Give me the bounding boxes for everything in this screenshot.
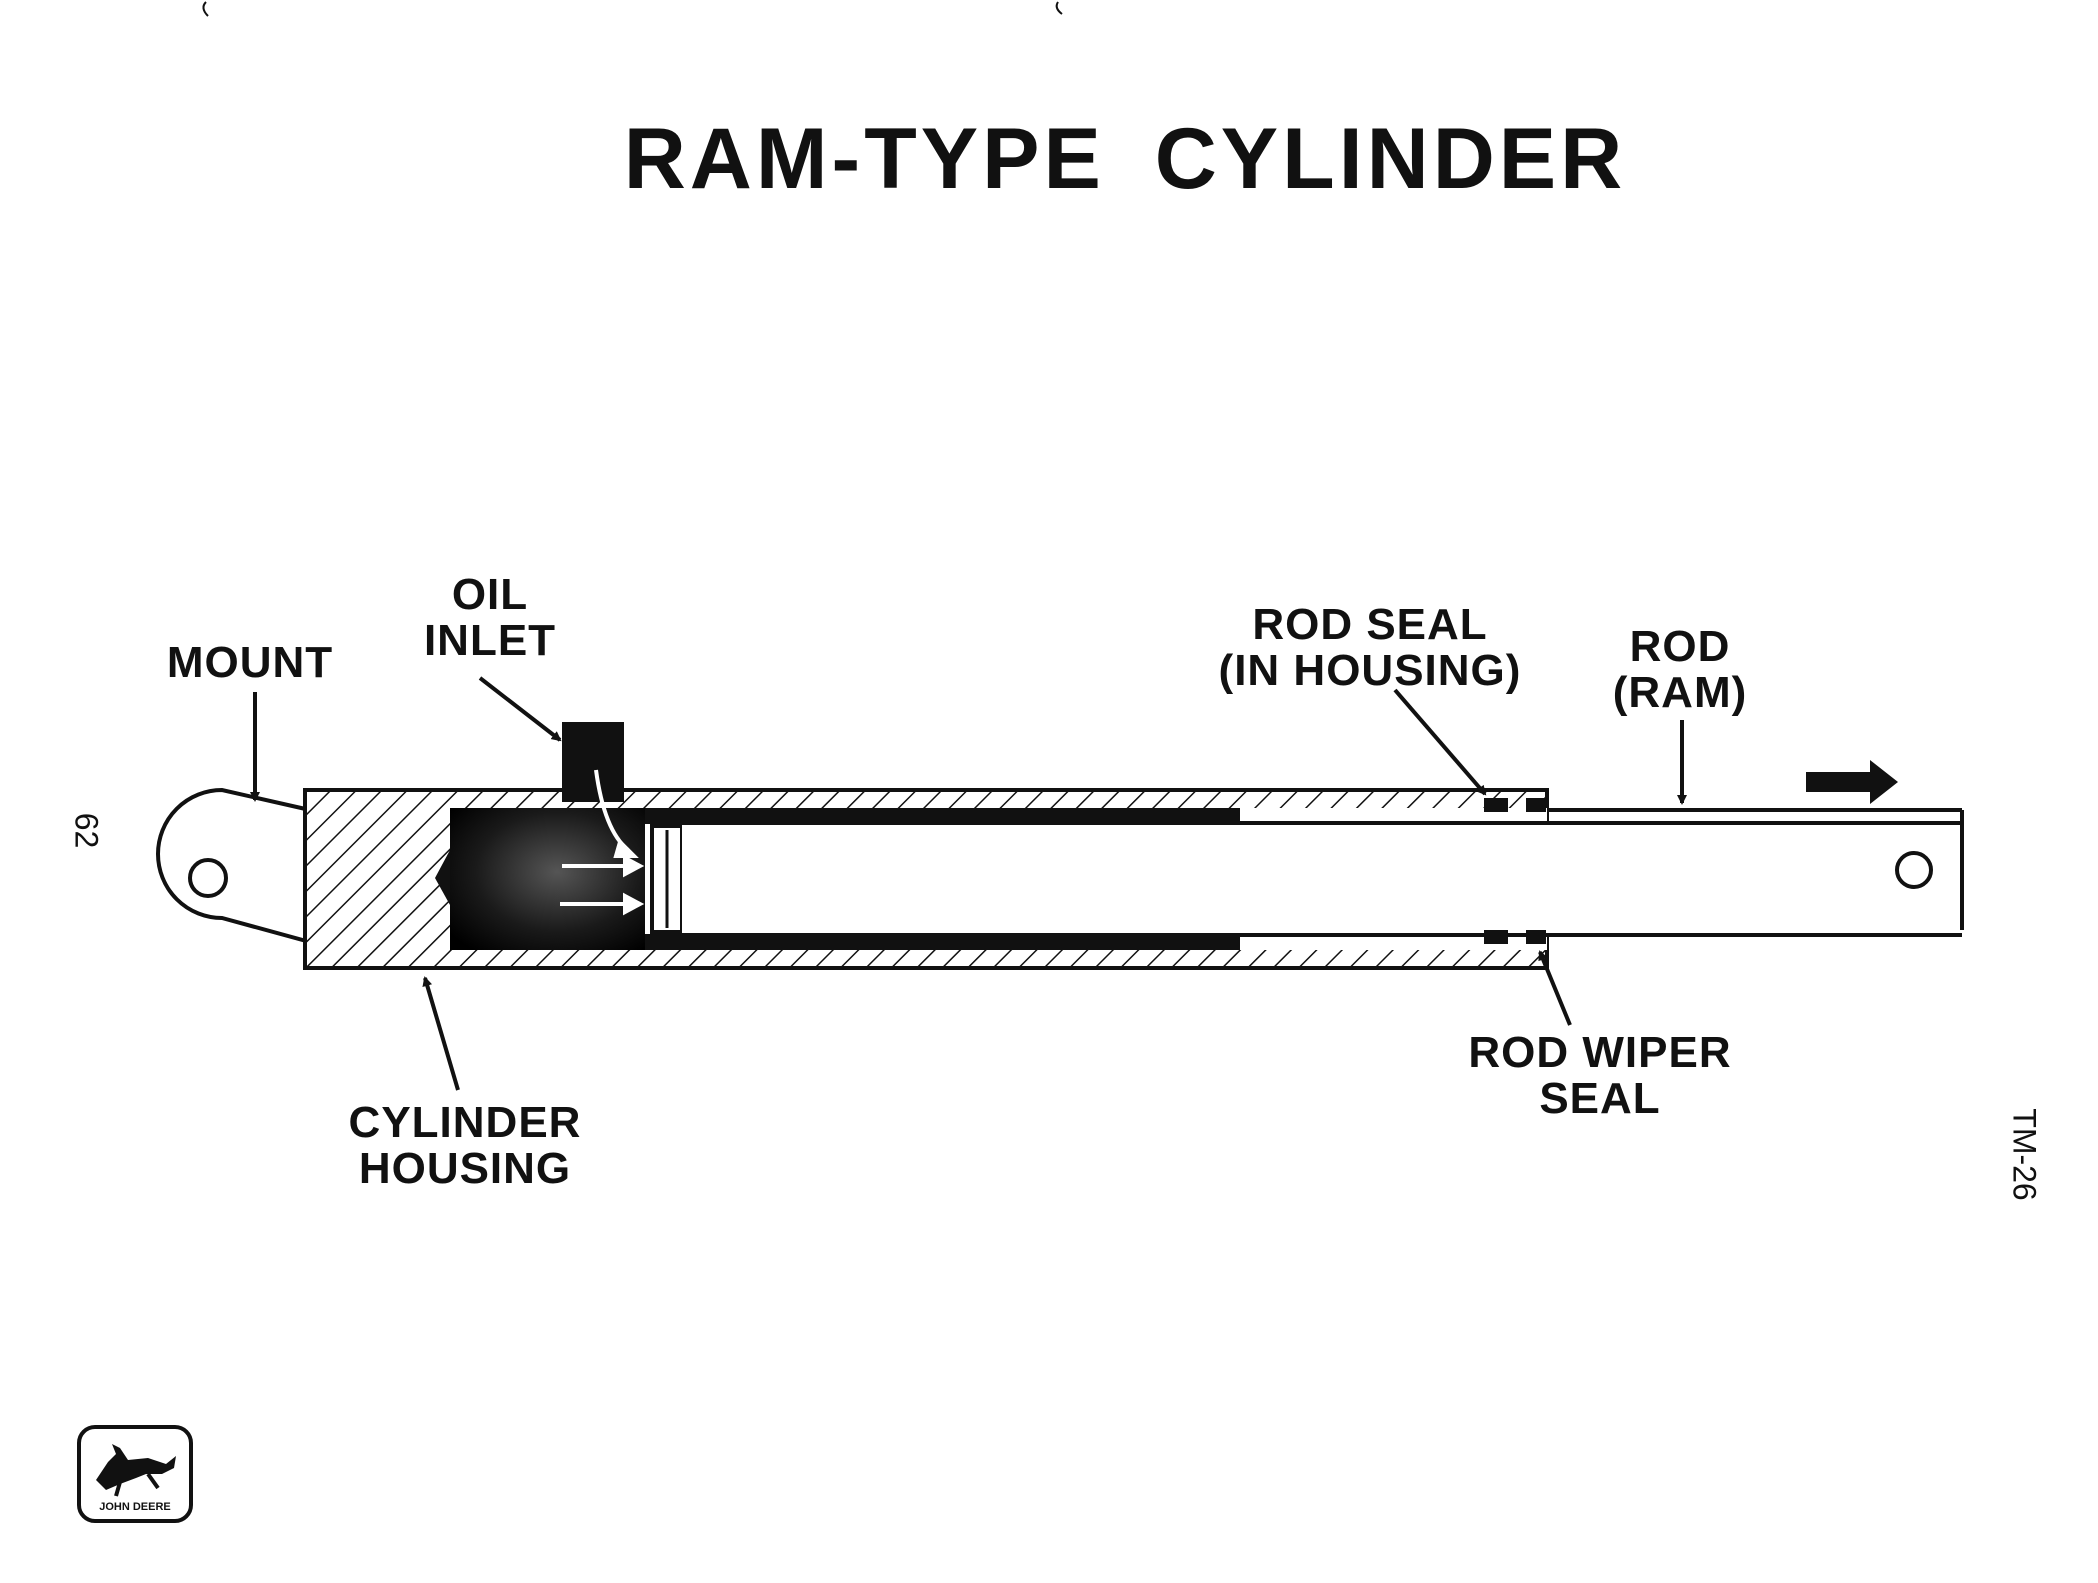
rod-ram	[682, 808, 1964, 937]
rod-seals	[1484, 798, 1546, 944]
svg-text:JOHN DEERE: JOHN DEERE	[99, 1501, 171, 1513]
motion-arrow-icon	[1806, 760, 1898, 804]
mount-eye	[156, 787, 312, 945]
john-deere-logo: JOHN DEERE	[76, 1424, 194, 1524]
leaping-deer-icon	[96, 1444, 176, 1490]
rod-ram-label: ROD(RAM)	[1612, 622, 1748, 717]
rod-seal-label: ROD SEAL(IN HOUSING)	[1218, 600, 1522, 695]
figure-code: TM-26	[2006, 1108, 2043, 1201]
margin-marks	[202, 1, 1063, 17]
page-number: 62	[68, 812, 105, 849]
leader-lines	[250, 676, 1687, 1091]
oil-flow-arrows	[560, 769, 645, 916]
piston	[650, 824, 684, 934]
diagram-title: RAM-TYPE CYLINDER	[623, 111, 1627, 207]
mount-label: MOUNT	[166, 638, 334, 687]
